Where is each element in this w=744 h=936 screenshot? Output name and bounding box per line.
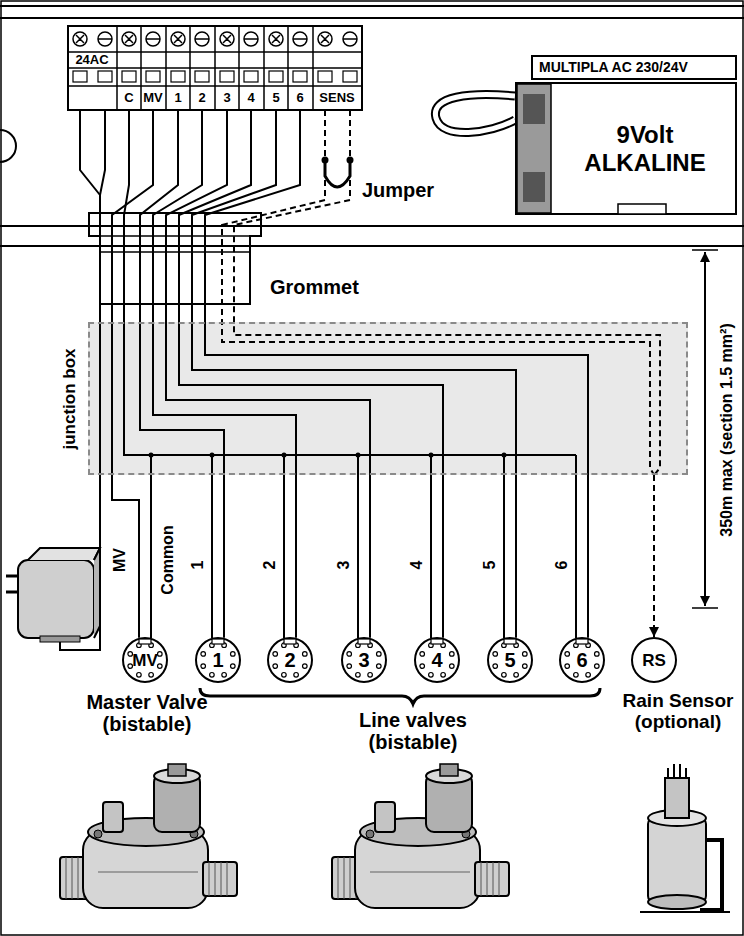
wire-label: 5: [481, 559, 499, 572]
plug-transformer: [6, 548, 100, 642]
valve-caption: Rain Sensor (optional): [616, 691, 740, 733]
terminal-label: C: [124, 91, 133, 105]
valve-circle: 2: [267, 637, 313, 683]
wire-label: 2: [261, 559, 279, 572]
wire-connector: [112, 475, 139, 638]
junction-box-label: junction box: [60, 348, 80, 449]
rect-node: MULTIPLA AC 230/24V: [531, 55, 737, 80]
wire-connector: [295, 475, 297, 638]
terminal-label: 6: [296, 91, 303, 105]
terminal-label: 2: [198, 91, 205, 105]
terminal-label: 4: [247, 91, 254, 105]
note-label: Line valves (bistable): [321, 709, 505, 753]
valve-caption: Master Valve (bistable): [77, 691, 217, 735]
valve-circle: 3: [341, 637, 387, 683]
grommet-label: Grommet: [268, 276, 361, 299]
valve-circle: 4: [414, 637, 460, 683]
terminal-label: SENS: [319, 91, 354, 105]
valve-circle: 5: [487, 637, 533, 683]
valve-circle: RSRain Sensor (optional): [631, 637, 677, 683]
wire-label: 4: [408, 559, 426, 572]
terminal-label: 3: [223, 91, 230, 105]
note-label: Jumper: [360, 179, 436, 201]
wire-connector: [515, 475, 517, 638]
valve-number: MV: [132, 652, 158, 669]
valve-number: 1: [212, 650, 223, 670]
wire-label: MV: [111, 546, 129, 574]
terminal-label: 1: [174, 91, 181, 105]
wire-connector: [369, 475, 371, 638]
valve-circle: 1: [195, 637, 241, 683]
valve-circle: MVMaster Valve (bistable): [122, 637, 168, 683]
terminal-label: MV: [143, 91, 163, 105]
rain-sensor-art: [640, 764, 730, 912]
wire-connector: [587, 475, 589, 638]
jbox-node: junction box: [88, 322, 688, 475]
valve-circle: 6: [559, 637, 605, 683]
valve-number: 3: [358, 650, 369, 670]
battery-connector: [517, 84, 553, 213]
wire-connector: [223, 475, 225, 638]
valve-number: 4: [431, 650, 442, 670]
wire-label: 350m max (section 1.5 mm²): [718, 321, 736, 538]
wire-connector: [442, 475, 444, 638]
wire-label: 3: [335, 559, 353, 572]
wire-label: 1: [189, 559, 207, 572]
valve-number: RS: [642, 652, 666, 669]
valve-number: 6: [576, 650, 587, 670]
grommet-node: Grommet: [88, 212, 262, 305]
terminal-label: 5: [272, 91, 279, 105]
valve-number: 5: [504, 650, 515, 670]
battery-node: 9Volt ALKALINE: [515, 82, 737, 215]
grommet-outline: [88, 212, 262, 305]
terminal-label: 24AC: [75, 53, 108, 67]
battery-tab: [617, 203, 667, 215]
wire-label: Common: [159, 523, 177, 596]
wire-label: 6: [553, 559, 571, 572]
valve-number: 2: [284, 650, 295, 670]
wire-connector: [653, 475, 655, 637]
model-label: MULTIPLA AC 230/24V: [533, 57, 735, 78]
battery-label: 9Volt ALKALINE: [570, 121, 720, 177]
